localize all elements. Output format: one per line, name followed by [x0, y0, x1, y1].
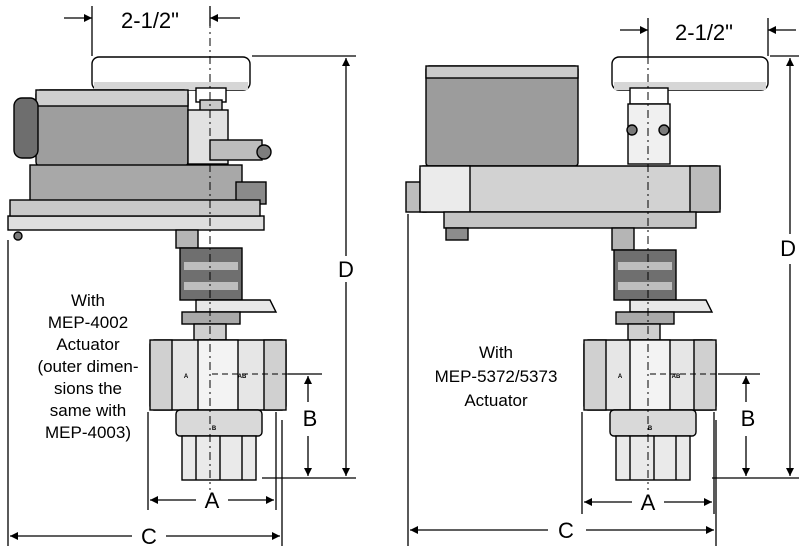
right-linkage — [611, 227, 714, 341]
left-assembly — [7, 20, 300, 490]
right-port-b-label: B — [648, 426, 653, 432]
left-dimension-a: A — [205, 488, 220, 513]
right-dimension-c: C — [558, 518, 574, 543]
left-dimension-d: D — [338, 257, 354, 282]
left-mounting-plate — [7, 199, 265, 241]
left-note-line: sions the — [54, 379, 122, 398]
right-mounting-plate — [443, 211, 697, 241]
left-linkage — [175, 229, 278, 341]
right-handle — [611, 56, 769, 165]
left-note-line: With — [71, 291, 105, 310]
right-note: With MEP-5372/5373 Actuator — [435, 343, 558, 410]
right-port-a-label: A — [618, 374, 623, 380]
left-note-line: MEP-4003) — [45, 423, 131, 442]
left-dimension-c: C — [141, 524, 157, 546]
left-note: With MEP-4002 Actuator (outer dimen- sio… — [37, 291, 138, 442]
right-valve-body — [583, 339, 717, 481]
left-note-line: (outer dimen- — [37, 357, 138, 376]
left-port-ab-label: AB — [238, 374, 247, 380]
right-dimensions — [407, 18, 799, 546]
left-dimension-b: B — [303, 406, 318, 431]
right-dimension-b: B — [741, 406, 756, 431]
right-note-line: With — [479, 343, 513, 362]
left-top-dimension: 2-1/2" — [121, 8, 179, 33]
left-valve-body — [149, 339, 287, 481]
left-note-line: Actuator — [56, 335, 120, 354]
right-dimension-a: A — [641, 490, 656, 515]
left-note-line: same with — [50, 401, 127, 420]
left-port-b-label: B — [212, 426, 217, 432]
right-actuator-body — [405, 65, 721, 213]
right-dimension-d: D — [780, 236, 796, 261]
right-port-ab-label: AB — [672, 374, 681, 380]
left-dimensions — [7, 6, 356, 546]
left-actuator-body — [13, 89, 272, 205]
right-assembly — [405, 20, 769, 490]
left-port-a-label: A — [184, 374, 189, 380]
right-note-line: MEP-5372/5373 — [435, 367, 558, 386]
left-note-line: MEP-4002 — [48, 313, 128, 332]
right-top-dimension: 2-1/2" — [675, 20, 733, 45]
right-note-line: Actuator — [464, 391, 528, 410]
